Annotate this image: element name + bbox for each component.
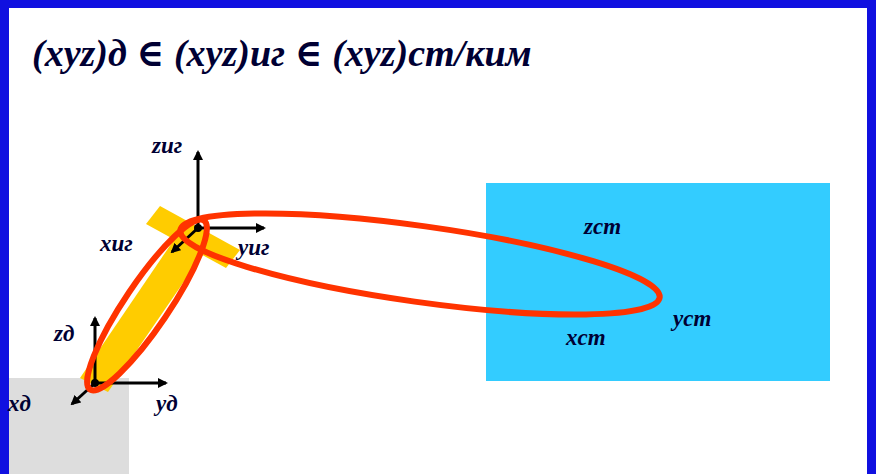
origin-dot: [91, 379, 99, 387]
axis-label: xд: [8, 392, 31, 415]
axis-label: yд: [156, 392, 178, 415]
axis-label: zиг: [152, 134, 182, 157]
slide-title: (xyz)д ∈ (xyz)иг ∈ (xyz)ст/ким: [32, 34, 532, 72]
part-square: [9, 378, 129, 474]
tool-shape: [80, 206, 240, 392]
link-ellipse: [72, 208, 223, 402]
axis-label: xст: [566, 326, 606, 349]
axis-label: xиг: [100, 232, 133, 255]
axis-label: yст: [673, 307, 711, 330]
axis-label: yиг: [238, 236, 270, 259]
axis-label: zст: [584, 215, 621, 238]
origin-dot: [194, 224, 202, 232]
axis-x-part: [72, 383, 95, 404]
table-box: zст xст yст: [486, 183, 830, 381]
axis-label: zд: [54, 322, 74, 345]
